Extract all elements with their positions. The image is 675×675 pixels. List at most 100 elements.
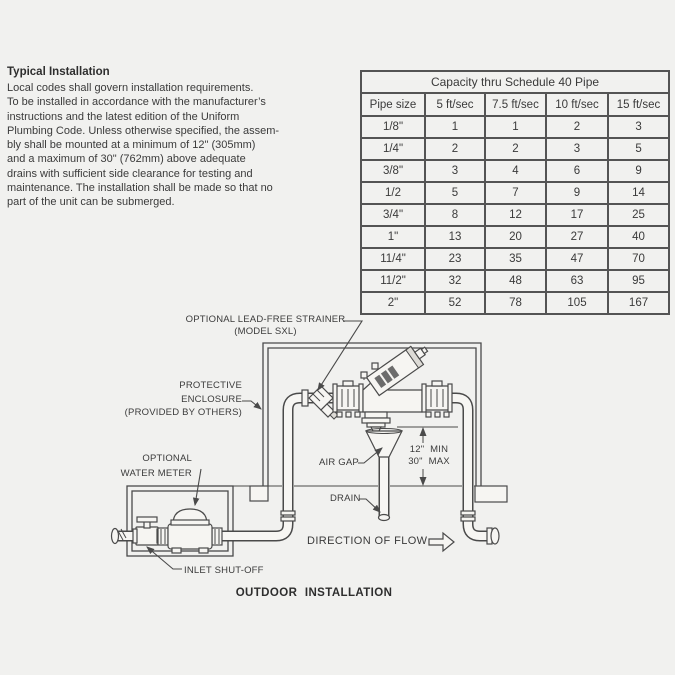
outlet-pipe-cap	[490, 527, 500, 545]
table-cell: 1/8"	[360, 115, 426, 139]
strainer-label: OPTIONAL LEAD-FREE STRAINER(MODEL SXL)	[185, 314, 346, 337]
table-cell: 9	[545, 181, 609, 205]
table-cell: 32	[424, 269, 486, 293]
assembly-valve-outlet	[421, 380, 453, 418]
relief-cartridge	[365, 345, 429, 397]
inlet-pipe-cap	[110, 527, 120, 545]
drain-open-end	[377, 513, 391, 522]
table-cell: 52	[424, 291, 486, 315]
inlet-shutoff-label: INLET SHUT-OFF	[184, 565, 264, 576]
table-cell: 105	[545, 291, 609, 315]
table-cell: 11/2"	[360, 269, 426, 293]
table-cell: 1/2	[360, 181, 426, 205]
table-cell: 2	[424, 137, 486, 161]
table-cell: 2"	[360, 291, 426, 315]
test-cock	[360, 371, 368, 379]
table-cell: 14	[606, 181, 671, 205]
left-footing	[249, 485, 269, 502]
table-title-row: Capacity thru Schedule 40 Pipe	[359, 70, 671, 94]
right-footing	[474, 485, 508, 503]
table-title: Capacity thru Schedule 40 Pipe	[359, 70, 671, 94]
table-cell: 25	[606, 203, 671, 227]
table-cell: 17	[545, 203, 609, 227]
diagram-caption: OUTDOOR INSTALLATION	[235, 587, 393, 599]
table-cell: 2	[484, 137, 547, 161]
table-cell: 5	[424, 181, 486, 205]
column-header: 5 ft/sec	[424, 92, 486, 117]
strainer-leader	[317, 320, 364, 391]
table-cell: 2	[545, 115, 609, 139]
table-cell: 40	[606, 225, 671, 249]
table-cell: 3	[606, 115, 671, 139]
table-cell: 1/4"	[360, 137, 426, 161]
column-header: 7.5 ft/sec	[484, 92, 547, 117]
table-cell: 78	[484, 291, 547, 315]
table-cell: 70	[606, 247, 671, 271]
water-meter	[157, 508, 223, 554]
flow-direction-arrow-icon	[428, 531, 455, 553]
table-cell: 8	[424, 203, 486, 227]
protective-enclosure-outline	[262, 342, 482, 486]
table-cell: 4	[484, 159, 547, 183]
air-gap-leader	[358, 447, 383, 464]
table-cell: 13	[424, 225, 486, 249]
drain-leader	[359, 498, 381, 513]
table-cell: 27	[545, 225, 609, 249]
table-cell: 1	[484, 115, 547, 139]
enclosure-leader	[242, 400, 262, 410]
test-cock	[371, 362, 379, 370]
table-cell: 3/8"	[360, 159, 426, 183]
column-header: Pipe size	[360, 92, 426, 117]
inlet-shutoff-leader	[146, 546, 182, 570]
table-cell: 63	[545, 269, 609, 293]
assembly-valve-inlet	[332, 380, 364, 418]
installation-notes: Typical Installation Local codes shall g…	[7, 66, 357, 210]
table-cell: 6	[545, 159, 609, 183]
air-gap-label: AIR GAP	[319, 457, 359, 468]
table-cell: 167	[606, 291, 671, 315]
dimension-lines	[397, 426, 458, 486]
table-cell: 7	[484, 181, 547, 205]
table-cell: 11/4"	[360, 247, 426, 271]
water-meter-leader	[192, 468, 202, 507]
relief-valve	[361, 411, 391, 432]
installation-notes-title: Typical Installation	[7, 66, 110, 78]
direction-of-flow-label: DIRECTION OF FLOW	[307, 535, 428, 547]
table-cell: 20	[484, 225, 547, 249]
table-cell: 23	[424, 247, 486, 271]
table-cell: 48	[484, 269, 547, 293]
installation-notes-body: Local codes shall govern installation re…	[7, 82, 280, 209]
table-cell: 5	[606, 137, 671, 161]
table-cell: 3	[545, 137, 609, 161]
air-gap-funnel	[365, 428, 403, 458]
inlet-shutoff-valve	[132, 516, 162, 546]
table-cell: 35	[484, 247, 547, 271]
table-cell: 9	[606, 159, 671, 183]
table-cell: 12	[484, 203, 547, 227]
table-cell: 47	[545, 247, 609, 271]
column-header: 15 ft/sec	[606, 92, 671, 117]
column-header: 10 ft/sec	[545, 92, 609, 117]
table-cell: 3	[424, 159, 486, 183]
leader-lines	[146, 320, 383, 570]
backflow-preventer-body	[360, 345, 429, 413]
table-cell: 1"	[360, 225, 426, 249]
table-cell: 95	[606, 269, 671, 293]
drain-label: DRAIN	[330, 493, 361, 504]
pipe-fittings	[110, 510, 500, 545]
